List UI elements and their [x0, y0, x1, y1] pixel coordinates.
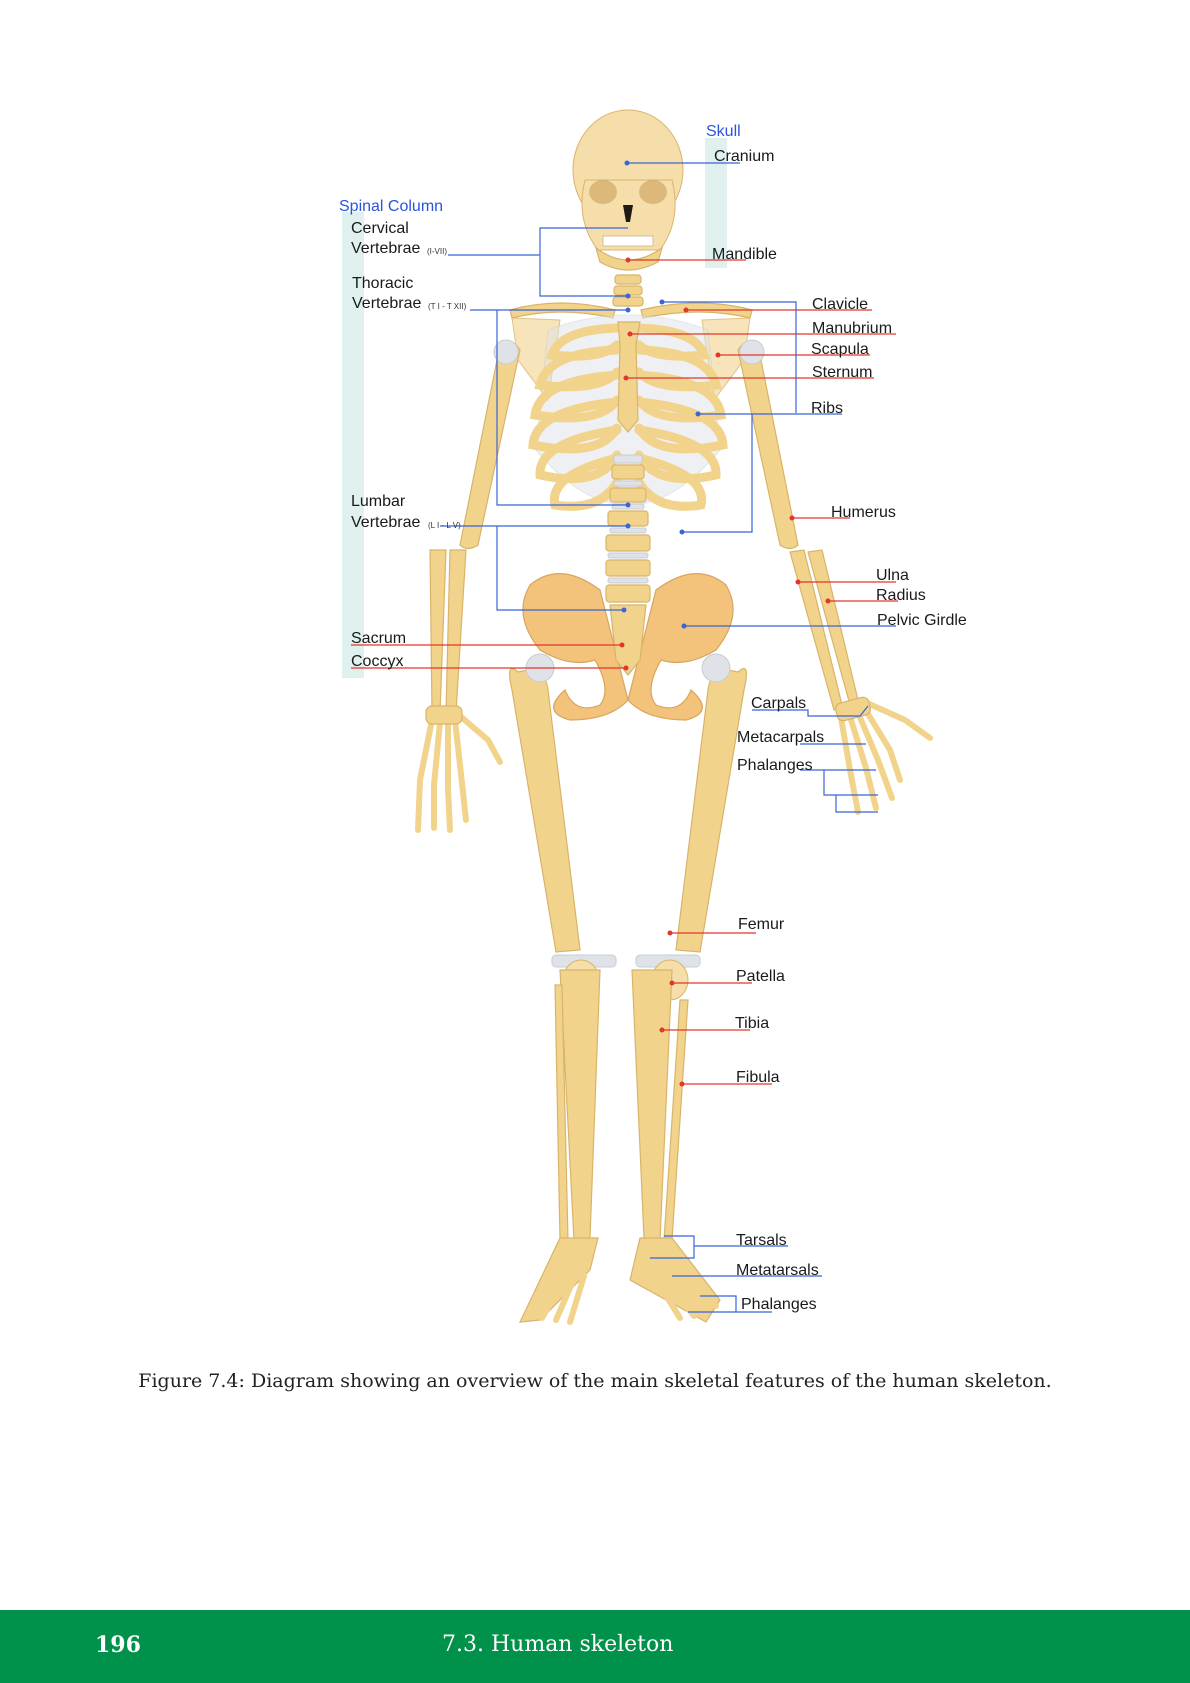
- label-clavicle: Clavicle: [812, 296, 868, 313]
- label-lumbar-sub: (L I - L V): [428, 521, 461, 530]
- section-title: 7.3. Human skeleton: [442, 1632, 674, 1657]
- label-cervical-1: Cervical: [351, 220, 409, 237]
- label-sacrum: Sacrum: [351, 630, 406, 647]
- label-carpals: Carpals: [751, 695, 806, 712]
- pointer-lines: [351, 160, 898, 1313]
- page-number: 196: [95, 1632, 141, 1658]
- skull-bar: [705, 138, 727, 268]
- label-mandible: Mandible: [712, 246, 777, 263]
- label-metatarsals: Metatarsals: [736, 1262, 819, 1279]
- label-thoracic-2: Vertebrae: [352, 295, 421, 312]
- label-thoracic-1: Thoracic: [352, 275, 413, 292]
- label-tibia: Tibia: [735, 1015, 769, 1032]
- spinal-column-group-label: Spinal Column: [339, 198, 443, 215]
- label-radius: Radius: [876, 587, 926, 604]
- label-ribs: Ribs: [811, 400, 843, 417]
- label-pelvic-girdle: Pelvic Girdle: [877, 612, 967, 629]
- label-fibula: Fibula: [736, 1069, 780, 1086]
- label-lumbar-2: Vertebrae: [351, 514, 420, 531]
- label-cranium: Cranium: [714, 148, 774, 165]
- figure-caption: Figure 7.4: Diagram showing an overview …: [138, 1370, 1052, 1392]
- label-sternum: Sternum: [812, 364, 872, 381]
- spinal-column-bar: [342, 212, 364, 678]
- label-thoracic-sub: (T I - T XII): [428, 302, 467, 311]
- label-cervical-sub: (I-VII): [427, 247, 447, 256]
- label-metacarpals: Metacarpals: [737, 729, 824, 746]
- page-footer: 196 7.3. Human skeleton: [0, 1610, 1190, 1683]
- label-lumbar-1: Lumbar: [351, 493, 406, 510]
- label-femur: Femur: [738, 916, 785, 933]
- label-patella: Patella: [736, 968, 785, 985]
- label-ulna: Ulna: [876, 567, 909, 584]
- label-manubrium: Manubrium: [812, 320, 892, 337]
- label-phalanges-hand: Phalanges: [737, 757, 813, 774]
- label-tarsals: Tarsals: [736, 1232, 787, 1249]
- skull-group-label: Skull: [706, 123, 741, 140]
- label-cervical-2: Vertebrae: [351, 240, 420, 257]
- label-phalanges-foot: Phalanges: [741, 1296, 817, 1313]
- label-scapula: Scapula: [811, 341, 869, 358]
- label-humerus: Humerus: [831, 504, 896, 521]
- label-coccyx: Coccyx: [351, 653, 403, 670]
